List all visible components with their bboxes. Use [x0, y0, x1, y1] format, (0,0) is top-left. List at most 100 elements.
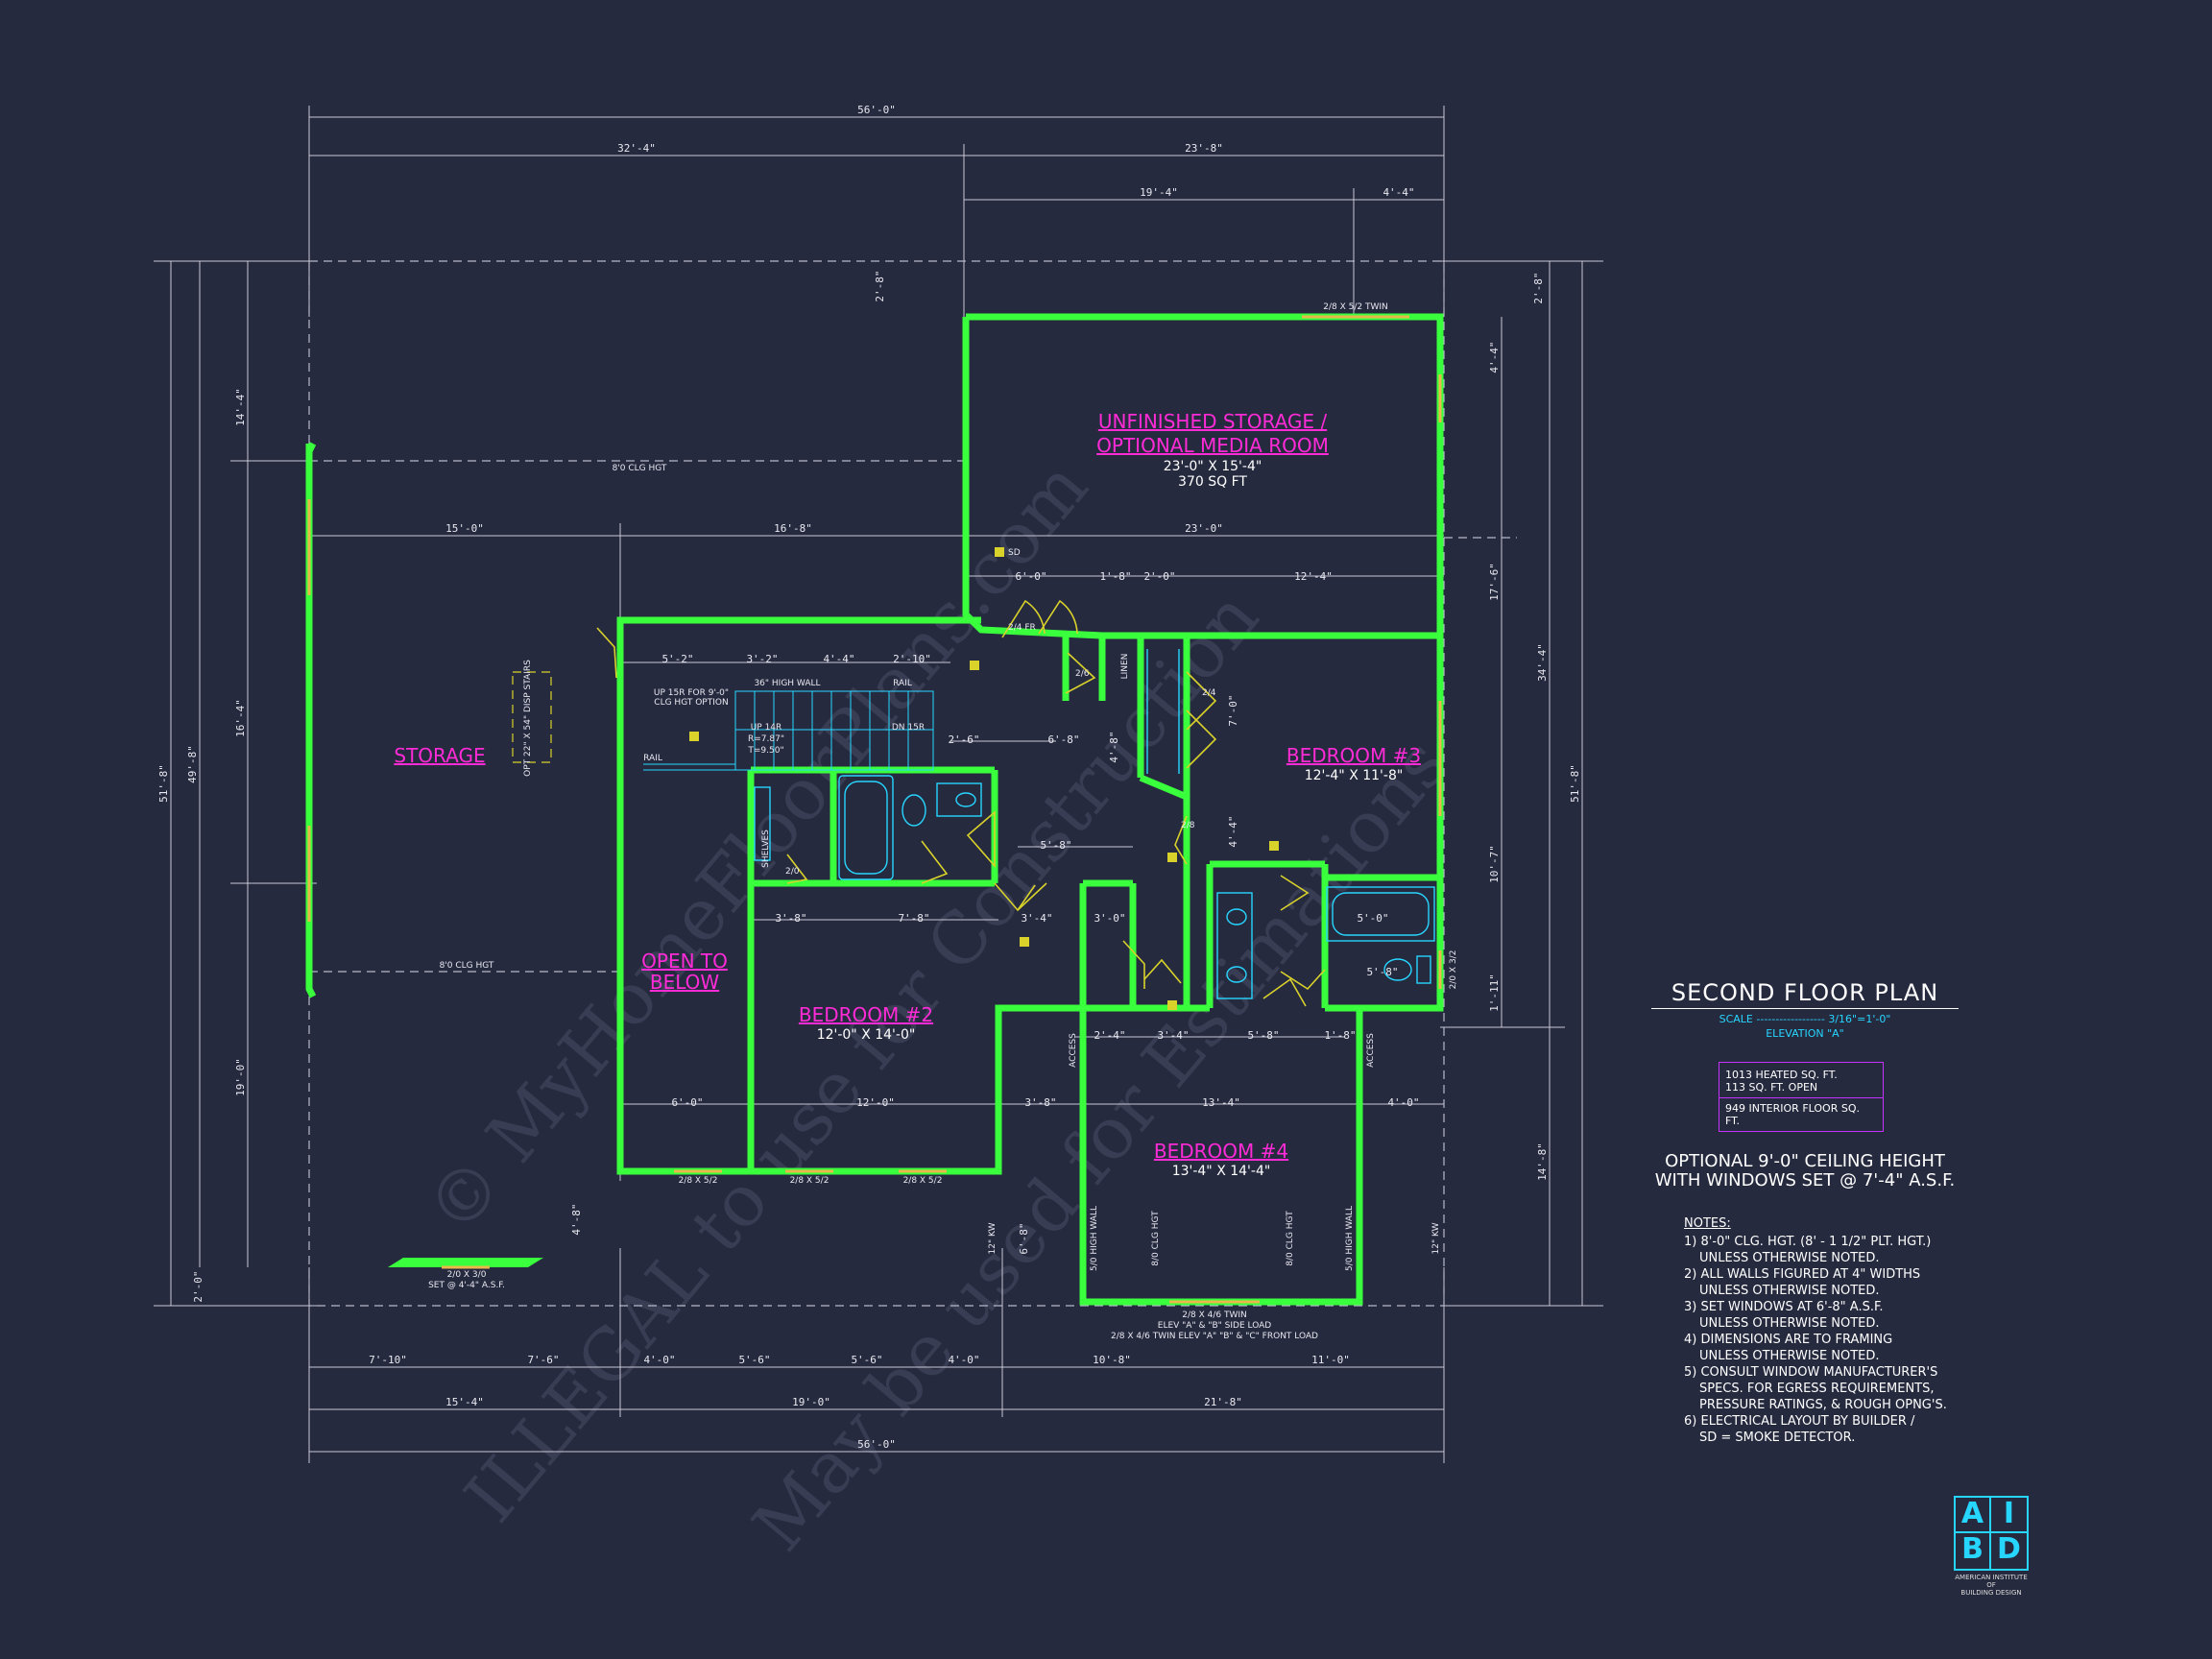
dim-row-i: 7'-8" — [898, 912, 929, 925]
scale-value: 3/16"=1'-0" — [1828, 1013, 1891, 1025]
bedroom-2-name: BEDROOM #2 — [799, 1003, 933, 1026]
note-win-twin: 2/8 X 5/2 TWIN — [1323, 302, 1388, 312]
note-access-2: ACCESS — [1366, 1033, 1376, 1068]
notes-block: NOTES: 1) 8'-0" CLG. HGT. (8' - 1 1/2" P… — [1684, 1215, 1991, 1446]
stairs — [643, 690, 934, 771]
dim-lower-d: 13'-4" — [1202, 1096, 1240, 1109]
note-win-a: 2/8 X 5/2 — [679, 1176, 718, 1186]
area-top: 1013 HEATED SQ. FT. 113 SQ. FT. OPEN — [1719, 1063, 1883, 1098]
windows — [307, 315, 1442, 1304]
dim-mid-g: 12'-4" — [1294, 570, 1333, 583]
scale-row: SCALE ------------------ 3/16"=1'-0" — [1719, 1013, 1891, 1025]
dim-bot-a: 15'-4" — [445, 1396, 484, 1408]
dim-lower-i: 1'-8" — [1324, 1029, 1356, 1042]
title-block: SECOND FLOOR PLAN SCALE ----------------… — [1651, 979, 1959, 1040]
dim-right-g: 1'-11" — [1488, 974, 1501, 1012]
note-shelves: SHELVES — [761, 830, 771, 868]
logo-caption-2: OF — [1986, 1581, 1996, 1589]
option-line-2: WITH WINDOWS SET @ 7'-4" A.S.F. — [1654, 1170, 1956, 1190]
logo-letter-b: B — [1956, 1533, 1991, 1569]
note-rail: RAIL — [893, 679, 912, 688]
note-stair-4: R=7.87" — [748, 734, 784, 744]
note-door-26: 2/6 — [1075, 669, 1090, 679]
note-line: UNLESS OTHERWISE NOTED. — [1699, 1349, 1880, 1363]
plan-annotations: 8'0 CLG HGT 8'0 CLG HGT 2/8 X 5/2 TWIN 2… — [428, 302, 1458, 1341]
dim-mid-c: 23'-0" — [1185, 522, 1223, 535]
elevation-label: ELEVATION "A" — [1766, 1027, 1844, 1040]
note-attic: OPT 22" X 54" DISP STAIRS — [523, 660, 533, 777]
bedroom-4-name: BEDROOM #4 — [1154, 1140, 1288, 1163]
note-stair-6: DN 15R — [892, 723, 925, 733]
dim-row-h: 3'-8" — [775, 912, 806, 925]
dim-right-a: 34'-4" — [1536, 643, 1549, 682]
dim-lower-g: 3'-4" — [1157, 1029, 1189, 1042]
logo-letter-a: A — [1956, 1498, 1991, 1533]
dim-row-d: 2'-10" — [893, 653, 931, 665]
note-win-bed4-1: 2/8 X 4/6 TWIN — [1182, 1310, 1247, 1320]
note-stair-3: UP 14R — [751, 723, 782, 733]
dim-v-c: 4'-4" — [1227, 815, 1239, 847]
dim-row-l: 5'-0" — [1357, 912, 1388, 925]
dim-bot-d3: 4'-0" — [643, 1354, 675, 1366]
dim-left-total: 51'-8" — [157, 764, 170, 803]
storage-label: STORAGE — [394, 744, 485, 767]
dim-row-e: 2'-6" — [948, 733, 979, 746]
option-line-1: OPTIONAL 9'-0" CEILING HEIGHT — [1665, 1151, 1945, 1171]
note-clg-1: 8'0 CLG HGT — [613, 464, 667, 473]
note-line: UNLESS OTHERWISE NOTED. — [1699, 1284, 1880, 1298]
note-line: 5) CONSULT WINDOW MANUFACTURER'S — [1684, 1365, 1938, 1380]
dim-row-b: 3'-2" — [746, 653, 778, 665]
note-stair-5: T=9.50" — [747, 746, 783, 756]
note-win-bed4-2: ELEV "A" & "B" SIDE LOAD — [1158, 1321, 1272, 1331]
dim-right-f: 10'-7" — [1488, 845, 1501, 883]
note-stair-1: UP 15R FOR 9'-0" — [654, 688, 729, 698]
notes-heading: NOTES: — [1684, 1216, 1731, 1231]
dim-lower-b: 12'-0" — [856, 1096, 895, 1109]
bath-fixtures — [754, 649, 1435, 999]
dim-right-d: 4'-4" — [1488, 341, 1501, 373]
note-win-b: 2/8 X 5/2 — [790, 1176, 830, 1186]
aibd-logo: A I B D AMERICAN INSTITUTE OF BUILDING D… — [1943, 1496, 2039, 1597]
dim-bot-d1: 7'-10" — [369, 1354, 407, 1366]
dim-bot-d4: 5'-6" — [738, 1354, 770, 1366]
dim-lower-c: 3'-8" — [1024, 1096, 1056, 1109]
note-linen: LINEN — [1120, 654, 1130, 680]
dim-bot-c: 21'-8" — [1204, 1396, 1242, 1408]
dim-left-c: 16'-4" — [234, 699, 247, 737]
open-below-2: BELOW — [650, 971, 720, 994]
dim-mid-e: 1'-8" — [1099, 570, 1131, 583]
dim-top-left: 32'-4" — [617, 142, 656, 155]
dim-v-b: 7'-0" — [1227, 694, 1239, 726]
vertical-dimension-labels: 51'-8" 49'-8" 14'-4" 16'-4" 19'-0" 2'-0"… — [157, 270, 1581, 1302]
dim-bot-b: 19'-0" — [792, 1396, 830, 1408]
note-win-bot-1: 2/0 X 3/0 — [447, 1270, 487, 1280]
dim-bot-d8: 11'-0" — [1311, 1354, 1350, 1366]
note-win-203: 2/0 X 3/2 — [1449, 950, 1458, 990]
logo-mark: A I B D — [1954, 1496, 2029, 1571]
dim-mid-b: 16'-8" — [774, 522, 812, 535]
note-kw-a: 12" KW — [988, 1222, 998, 1254]
media-room-name-2: OPTIONAL MEDIA ROOM — [1096, 434, 1329, 457]
dim-top-total: 56'-0" — [857, 104, 896, 116]
note-line: SD = SMOKE DETECTOR. — [1699, 1431, 1856, 1445]
area-open: 113 SQ. FT. OPEN — [1725, 1081, 1818, 1094]
bottom-window-bump — [388, 1258, 543, 1267]
note-line: 4) DIMENSIONS ARE TO FRAMING — [1684, 1333, 1893, 1347]
note-line: PRESSURE RATINGS, & ROUGH OPNG'S. — [1699, 1398, 1947, 1412]
dim-left-a: 49'-8" — [186, 745, 199, 783]
open-below-1: OPEN TO — [641, 950, 728, 973]
note-line: 6) ELECTRICAL LAYOUT BY BUILDER / — [1684, 1414, 1915, 1429]
storage-wall — [305, 442, 317, 998]
note-door-20: 2/0 — [785, 867, 800, 877]
dim-lower-a: 6'-0" — [671, 1096, 703, 1109]
area-heated: 1013 HEATED SQ. FT. — [1725, 1069, 1838, 1081]
dim-mid-a: 15'-0" — [445, 522, 484, 535]
bedroom-3-size: 12'-4" X 11'-8" — [1305, 768, 1404, 783]
dim-lower-e: 4'-0" — [1387, 1096, 1419, 1109]
note-line: 3) SET WINDOWS AT 6'-8" A.S.F. — [1684, 1300, 1884, 1314]
note-access: ACCESS — [1069, 1033, 1078, 1068]
note-wall36: 36" HIGH WALL — [754, 679, 820, 688]
dim-row-a: 5'-2" — [661, 653, 693, 665]
dim-row-f: 6'-8" — [1047, 733, 1079, 746]
